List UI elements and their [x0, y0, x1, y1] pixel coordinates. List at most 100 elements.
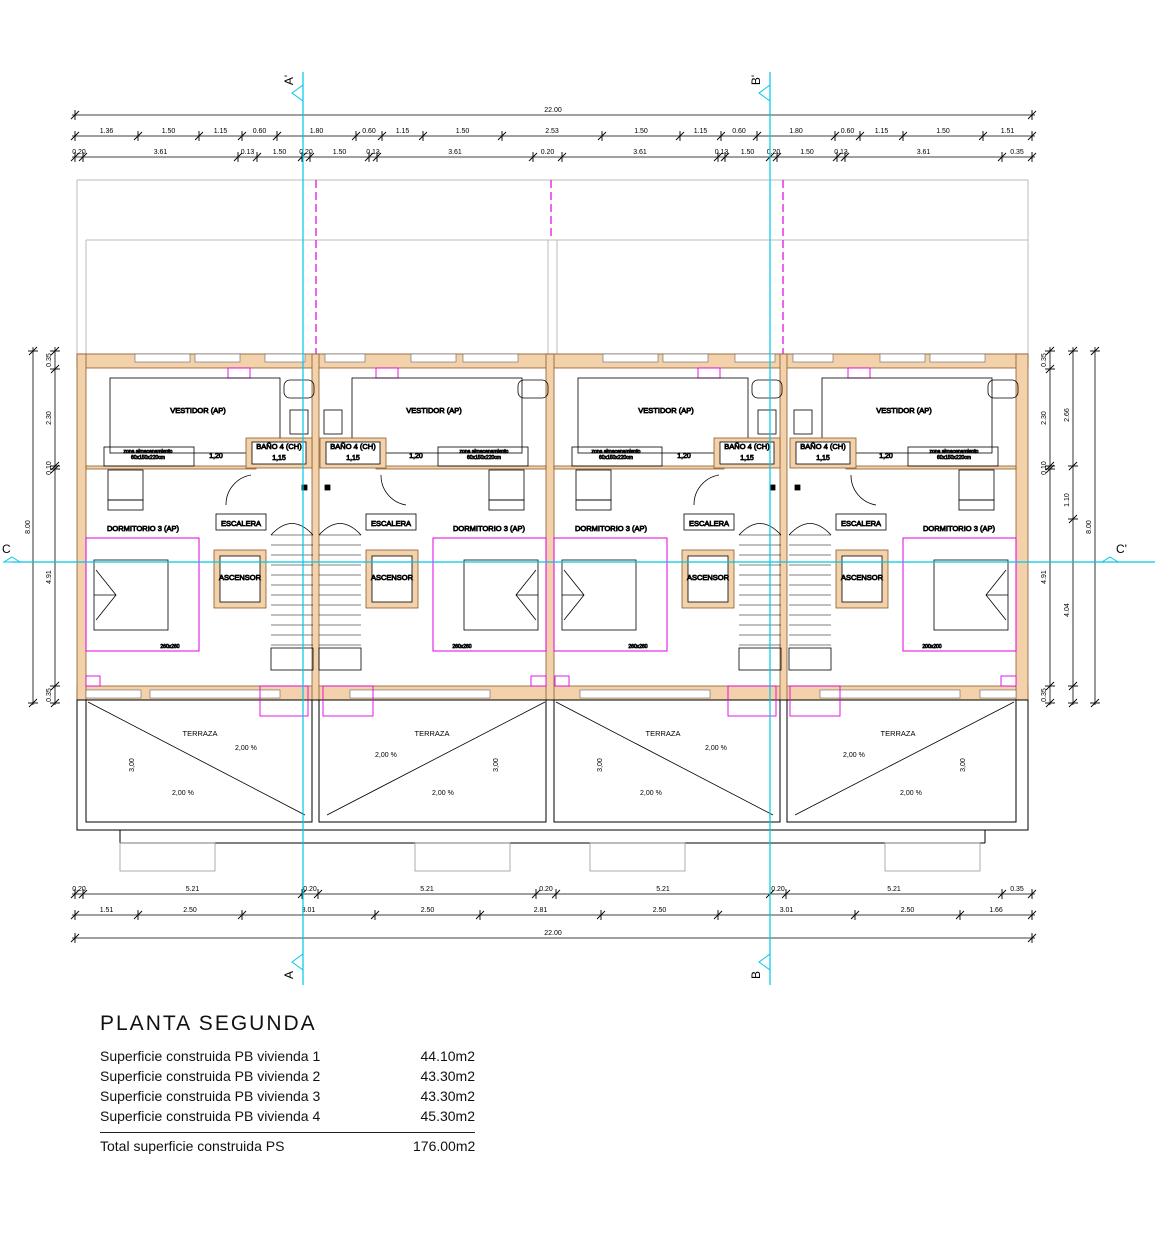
area-label: Superficie construida PB vivienda 2 [100, 1068, 321, 1084]
area-value: 44.10m2 [420, 1048, 475, 1064]
slope-label: 2,00 % [375, 752, 397, 759]
dwelling-module: VESTIDOR (AP)zona almacenamiento60x150x2… [553, 377, 783, 671]
terrace-height-label: 3,00 [597, 758, 604, 772]
bottom-overall-dim: 22.00 [544, 930, 562, 937]
dim-label: 0.13 [366, 149, 380, 156]
terrace-height-label: 3,00 [960, 758, 967, 772]
storage-label: zona almacenamiento [930, 449, 979, 455]
terrace-height-label: 3,00 [493, 758, 500, 772]
room-label-bano: BAÑO 4 (CH) [330, 442, 376, 451]
room-label-bano: BAÑO 4 (CH) [800, 442, 846, 451]
dim-label: 0.10 [1041, 461, 1048, 475]
storage-size: 60x150x220cm [467, 455, 501, 461]
dim-label: 4.04 [1064, 603, 1071, 617]
dim-label: 1.50 [741, 149, 755, 156]
area-label: Superficie construida PB vivienda 1 [100, 1048, 321, 1064]
slope-label: 2,00 % [705, 745, 727, 752]
dim-label: 5.21 [656, 886, 670, 893]
room-label-terraza: TERRAZA [182, 729, 217, 738]
dim-label: 2.81 [534, 907, 548, 914]
room-label-escalera: ESCALERA [371, 519, 411, 528]
room-label-bano: BAÑO 4 (CH) [256, 442, 302, 451]
room-label-ascensor: ASCENSOR [371, 573, 414, 582]
left-dimension-chain [32, 347, 56, 705]
terrace-steps [259, 685, 841, 717]
width-label: 1,20 [677, 453, 691, 460]
dim-label: 0.35 [46, 688, 53, 702]
section-mark-a-prime: A' [282, 75, 296, 85]
dim-label: 0.20 [541, 149, 555, 156]
terrace-height-label: 3,00 [129, 758, 136, 772]
dim-label: 0.60 [732, 128, 746, 135]
dim-label: 2.66 [1064, 408, 1071, 422]
top-dimension-chain [72, 114, 1035, 158]
bed-size-label: 200x200 [922, 644, 941, 650]
terrace-slope-lines [87, 701, 1015, 816]
dim-label: 2.53 [545, 128, 559, 135]
room-label-bano: BAÑO 4 (CH) [724, 442, 770, 451]
dim-label: 1.15 [396, 128, 410, 135]
room-label-escalera: ESCALERA [221, 519, 261, 528]
room-label-terraza: TERRAZA [414, 729, 449, 738]
dim-label: 4.91 [46, 570, 53, 584]
slope-label: 2,00 % [235, 745, 257, 752]
terrace-planters [119, 842, 981, 872]
terrace-zone [76, 699, 1029, 844]
dim-label: 2.30 [1041, 411, 1048, 425]
dim-label: 0.20 [72, 886, 86, 893]
dim-label: 0.35 [1010, 886, 1024, 893]
slope-label: 2,00 % [640, 790, 662, 797]
dim-label: 3.61 [917, 149, 931, 156]
dim-label: 0.20 [771, 886, 785, 893]
dwelling-module: VESTIDOR (AP)zona almacenamiento60x150x2… [85, 377, 315, 671]
dim-label: 1.50 [273, 149, 287, 156]
dim-label: 2.50 [183, 907, 197, 914]
area-row: Superficie construida PB vivienda 1 44.10… [100, 1046, 475, 1066]
dim-label: 0.13 [241, 149, 255, 156]
dim-label: 2.50 [421, 907, 435, 914]
dim-label: 1.50 [936, 128, 950, 135]
dim-label: 1.15 [875, 128, 889, 135]
room-label-dormitorio: DORMITORIO 3 (AP) [575, 524, 647, 533]
section-mark-b: B [749, 971, 763, 979]
dim-label: 3.61 [633, 149, 647, 156]
dim-label: 0.60 [841, 128, 855, 135]
dim-label: 1.15 [214, 128, 228, 135]
room-label-vestidor: VESTIDOR (AP) [406, 406, 462, 415]
area-label: Superficie construida PB vivienda 3 [100, 1088, 321, 1104]
width-label: 1,15 [272, 455, 286, 462]
dim-label: 8.00 [1086, 520, 1093, 534]
area-summary: PLANTA SEGUNDA Superficie construida PB … [100, 1012, 475, 1156]
dim-label: 1.80 [310, 128, 324, 135]
window-openings [85, 353, 1017, 699]
dwelling-module: VESTIDOR (AP)zona almacenamiento60x150x2… [788, 377, 1019, 671]
dim-label: 0.35 [46, 353, 53, 367]
dim-label: 1.80 [789, 128, 803, 135]
room-label-escalera: ESCALERA [689, 519, 729, 528]
dwelling-module: VESTIDOR (AP)zona almacenamiento60x150x2… [318, 377, 549, 671]
dim-label: 1.15 [694, 128, 708, 135]
width-label: 1,15 [816, 455, 830, 462]
room-label-terraza: TERRAZA [880, 729, 915, 738]
area-total-label: Total superficie construida PS [100, 1138, 285, 1154]
area-value: 45.30m2 [420, 1108, 475, 1124]
section-lines [12, 72, 1155, 985]
roof-eave-outline [76, 179, 1029, 355]
room-label-dormitorio: DORMITORIO 3 (AP) [107, 524, 179, 533]
top-overall-dim: 22.00 [544, 107, 562, 114]
dim-label: 1.51 [100, 907, 114, 914]
room-label-vestidor: VESTIDOR (AP) [638, 406, 694, 415]
dim-label: 5.21 [186, 886, 200, 893]
storage-size: 60x150x220cm [131, 455, 165, 461]
dim-label: 4.91 [1041, 570, 1048, 584]
room-label-escalera: ESCALERA [841, 519, 881, 528]
room-label-vestidor: VESTIDOR (AP) [170, 406, 226, 415]
width-label: 1,15 [740, 455, 754, 462]
dim-label: 3.01 [302, 907, 316, 914]
slope-label: 2,00 % [843, 752, 865, 759]
